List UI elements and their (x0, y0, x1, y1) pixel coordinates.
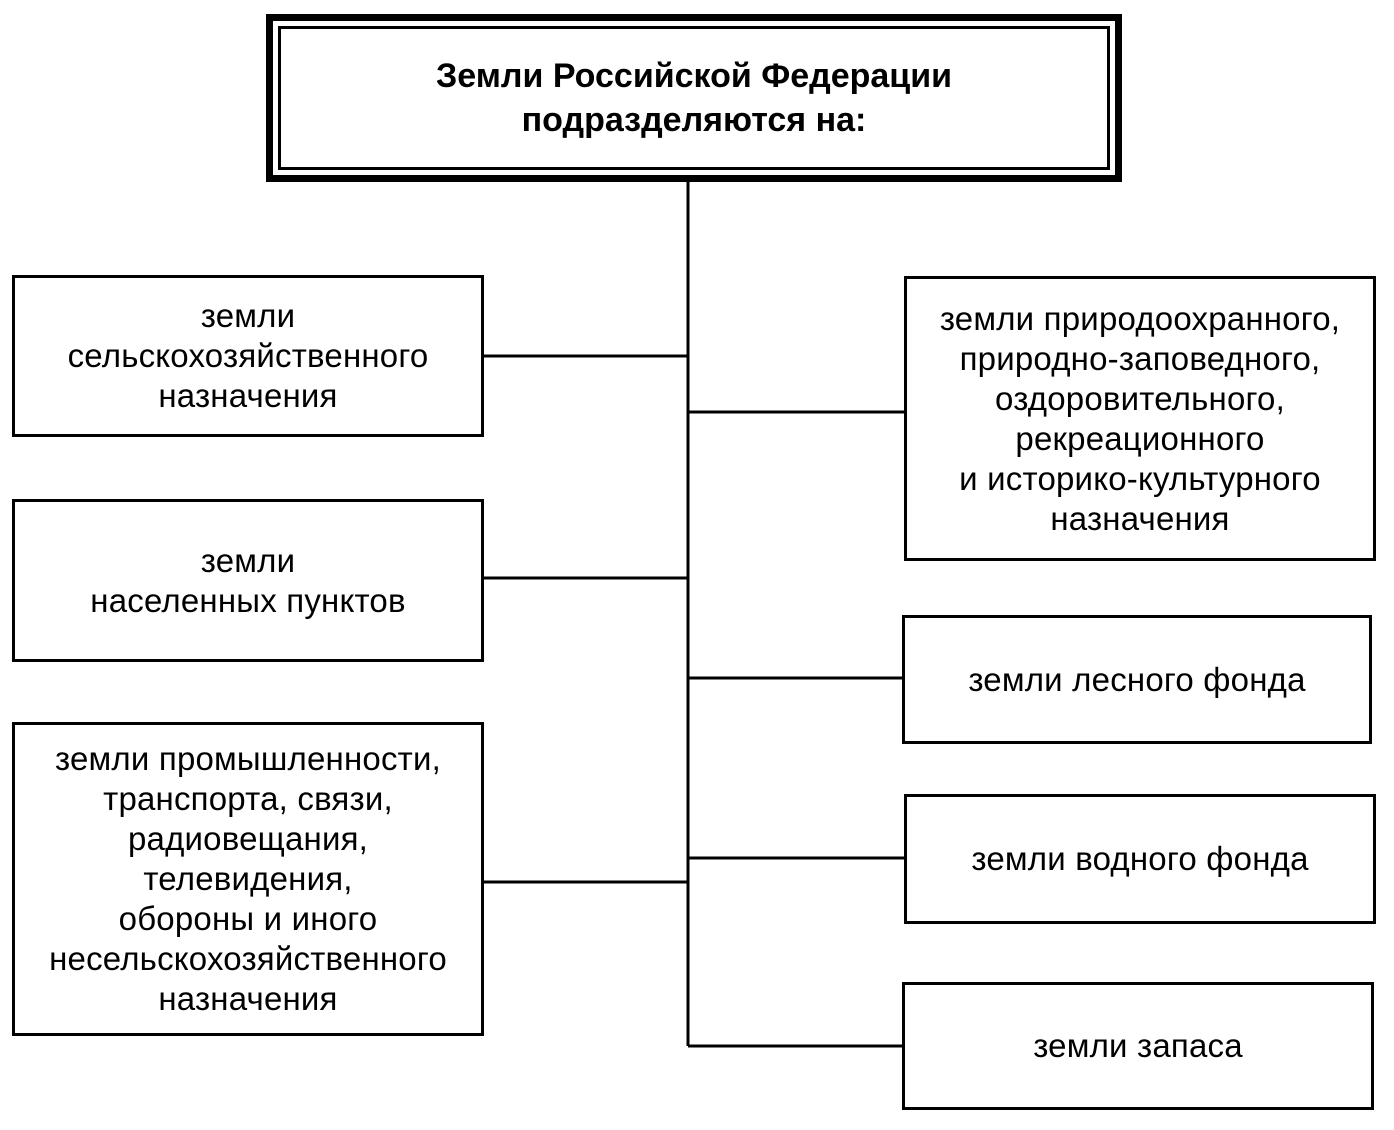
box-reserve-lands: земли запаса (902, 982, 1374, 1110)
label-forest-fund-lands: земли лесного фонда (968, 660, 1306, 698)
box-industry-lands: земли промышленности, транспорта, связи,… (12, 722, 484, 1036)
root-box-frame (266, 14, 1122, 182)
label-reserve-lands: земли запаса (1033, 1027, 1243, 1064)
root-box: Земли Российской Федерации подразделяютс… (278, 26, 1110, 170)
label-industry-lands: земли промышленности, транспорта, связи,… (49, 740, 447, 1017)
box-water-fund-lands: земли водного фонда (904, 794, 1376, 924)
label-protected-lands: земли природоохранного, природно-заповед… (939, 299, 1341, 537)
label-agricultural-lands: земли сельскохозяйственного назначения (67, 297, 429, 414)
box-forest-fund-lands: земли лесного фонда (902, 615, 1372, 744)
label-settlement-lands: земли населенных пунктов (90, 541, 406, 619)
label-water-fund-lands: земли водного фонда (971, 840, 1309, 877)
box-agricultural-lands: земли сельскохозяйственного назначения (12, 275, 484, 437)
box-settlement-lands: земли населенных пунктов (12, 499, 484, 662)
box-protected-lands: земли природоохранного, природно-заповед… (904, 276, 1376, 561)
root-title: Земли Российской Федерации подразделяютс… (435, 57, 953, 139)
